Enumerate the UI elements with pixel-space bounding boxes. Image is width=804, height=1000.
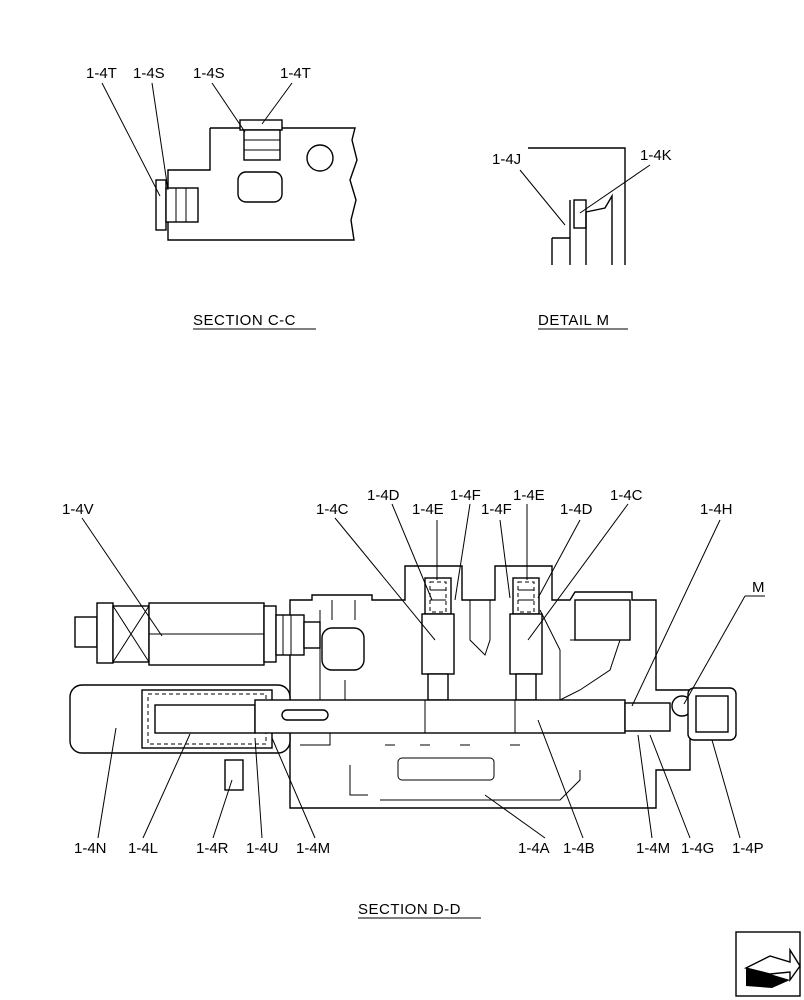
- label-1-4m-right: 1-4M: [636, 840, 670, 857]
- section-dd-title: SECTION D-D: [358, 901, 461, 918]
- detail-m-drawing: [519, 147, 651, 265]
- label-1-4s-right: 1-4S: [193, 65, 225, 82]
- label-1-4m-left: 1-4M: [296, 840, 330, 857]
- label-1-4d-left: 1-4D: [367, 487, 400, 504]
- next-page-arrow-icon[interactable]: [735, 931, 801, 997]
- label-1-4a: 1-4A: [518, 840, 550, 857]
- section-cc-title: SECTION C-C: [193, 312, 296, 329]
- label-1-4c-right: 1-4C: [610, 487, 643, 504]
- label-1-4k: 1-4K: [640, 147, 672, 164]
- label-1-4u: 1-4U: [246, 840, 279, 857]
- section-cc-drawing: [101, 82, 358, 241]
- label-m: M: [752, 579, 765, 596]
- label-1-4t-left: 1-4T: [86, 65, 117, 82]
- label-1-4n: 1-4N: [74, 840, 107, 857]
- label-1-4h: 1-4H: [700, 501, 733, 518]
- label-1-4e-left: 1-4E: [412, 501, 444, 518]
- label-1-4f-left: 1-4F: [450, 487, 481, 504]
- section-dd-leaders-top: [81, 503, 765, 707]
- detail-m-title: DETAIL M: [538, 312, 610, 329]
- label-1-4d-right: 1-4D: [560, 501, 593, 518]
- label-1-4e-right: 1-4E: [513, 487, 545, 504]
- label-1-4c-left: 1-4C: [316, 501, 349, 518]
- label-1-4l: 1-4L: [128, 840, 158, 857]
- label-1-4j: 1-4J: [492, 151, 521, 168]
- section-dd-leaders-bottom: [97, 719, 741, 839]
- label-1-4r: 1-4R: [196, 840, 229, 857]
- section-dd-drawing: [69, 565, 737, 809]
- label-1-4t-right: 1-4T: [280, 65, 311, 82]
- label-1-4v: 1-4V: [62, 501, 94, 518]
- label-1-4s-left: 1-4S: [133, 65, 165, 82]
- label-1-4p: 1-4P: [732, 840, 764, 857]
- label-1-4g: 1-4G: [681, 840, 714, 857]
- label-1-4b: 1-4B: [563, 840, 595, 857]
- label-1-4f-right: 1-4F: [481, 501, 512, 518]
